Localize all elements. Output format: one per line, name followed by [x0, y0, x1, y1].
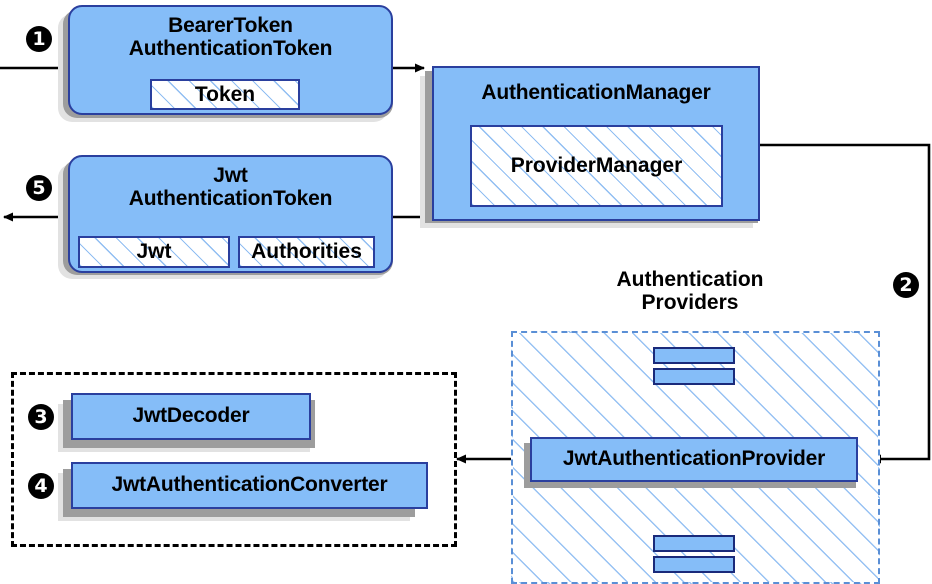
jwt-token-title-line1: Jwt [213, 164, 248, 187]
provider-placeholder-bar-bottom-2 [653, 556, 735, 573]
provider-placeholder-bar-top-2 [653, 368, 735, 385]
jwt-token-inner-authorities-box[interactable]: Authorities [238, 236, 375, 268]
bearer-token-card[interactable]: BearerToken AuthenticationToken [68, 5, 393, 115]
jwt-decoder-title: JwtDecoder [132, 404, 250, 428]
bearer-token-inner-token-label: Token [194, 82, 256, 106]
jwt-components-region [11, 372, 457, 547]
badge-step-4: 4 [28, 473, 54, 499]
bearer-token-title-line2: AuthenticationToken [128, 36, 333, 60]
badge-step-3: 3 [28, 404, 54, 430]
authentication-manager-title: AuthenticationManager [481, 81, 711, 104]
bearer-token-inner-token-box[interactable]: Token [150, 79, 300, 110]
provider-placeholder-bar-bottom-1 [653, 535, 735, 552]
authentication-providers-label-line1: Authentication [616, 268, 764, 291]
authentication-providers-label: Authentication Providers [562, 268, 818, 314]
jwt-authentication-provider-title: JwtAuthenticationProvider [562, 447, 826, 471]
authentication-providers-label-line2: Providers [641, 291, 739, 315]
badge-step-1: 1 [26, 26, 52, 52]
jwt-token-inner-jwt-label: Jwt [136, 240, 172, 263]
jwt-token-title-line2: AuthenticationToken [128, 186, 333, 210]
jwt-authentication-converter-card[interactable]: JwtAuthenticationConverter [71, 462, 428, 509]
jwt-authentication-provider-card[interactable]: JwtAuthenticationProvider [530, 437, 858, 482]
jwt-token-inner-authorities-label: Authorities [251, 240, 362, 263]
jwt-authentication-converter-title: JwtAuthenticationConverter [111, 473, 388, 497]
provider-manager-label: ProviderManager [510, 154, 683, 177]
authentication-manager-inner-provider-manager-box[interactable]: ProviderManager [470, 125, 723, 207]
badge-step-2: 2 [893, 272, 919, 298]
jwt-decoder-card[interactable]: JwtDecoder [71, 393, 311, 440]
bearer-token-title-line1: BearerToken [168, 14, 293, 37]
jwt-token-inner-jwt-box[interactable]: Jwt [78, 236, 230, 268]
badge-step-5: 5 [26, 175, 52, 201]
jwt-token-card[interactable]: Jwt AuthenticationToken [68, 155, 393, 273]
provider-placeholder-bar-top-1 [653, 347, 735, 364]
connector-manager-to-provider [760, 143, 931, 464]
